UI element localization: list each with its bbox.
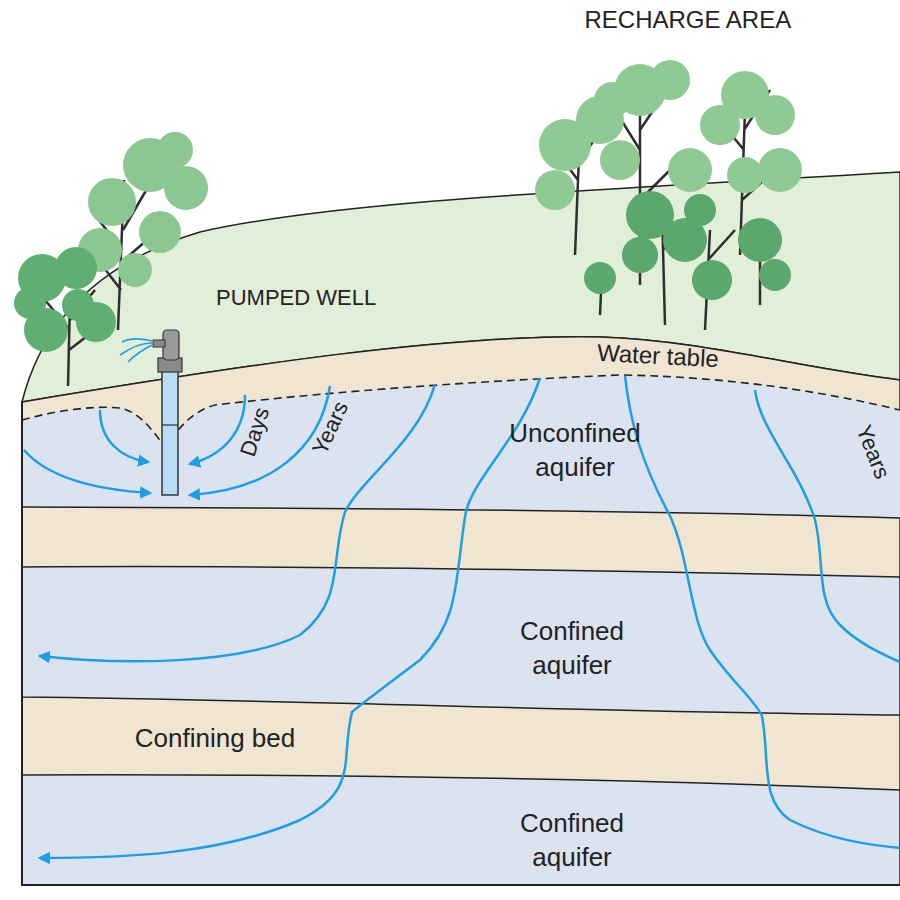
water-table-line	[22, 375, 900, 447]
diagram-label: PUMPED WELL	[216, 286, 376, 310]
layer-name: Confined aquifer	[477, 614, 667, 682]
aquifer-band: Confined aquifer	[22, 776, 900, 885]
aquifer-band: Confined aquifer	[22, 568, 900, 700]
aquifer-band: Unconfined aquifer	[22, 380, 900, 508]
soil-layer	[22, 337, 900, 885]
confined-aquifer-fill	[22, 567, 900, 715]
layer-boundary	[22, 507, 900, 518]
flow-lines	[24, 376, 900, 858]
aquifer-band: Confining bed	[22, 700, 900, 775]
frame-line	[22, 402, 900, 885]
layer-name: Confining bed	[95, 721, 335, 755]
unconfined-aquifer-fill	[22, 375, 900, 518]
pumped-well	[120, 330, 182, 495]
trees	[535, 60, 802, 330]
confined-aquifer-fill	[22, 775, 900, 885]
diagram-label: RECHARGE AREA	[585, 7, 792, 33]
layer-name: Confined aquifer	[477, 806, 667, 874]
layer-name: Unconfined aquifer	[480, 416, 670, 484]
trees	[14, 132, 208, 386]
